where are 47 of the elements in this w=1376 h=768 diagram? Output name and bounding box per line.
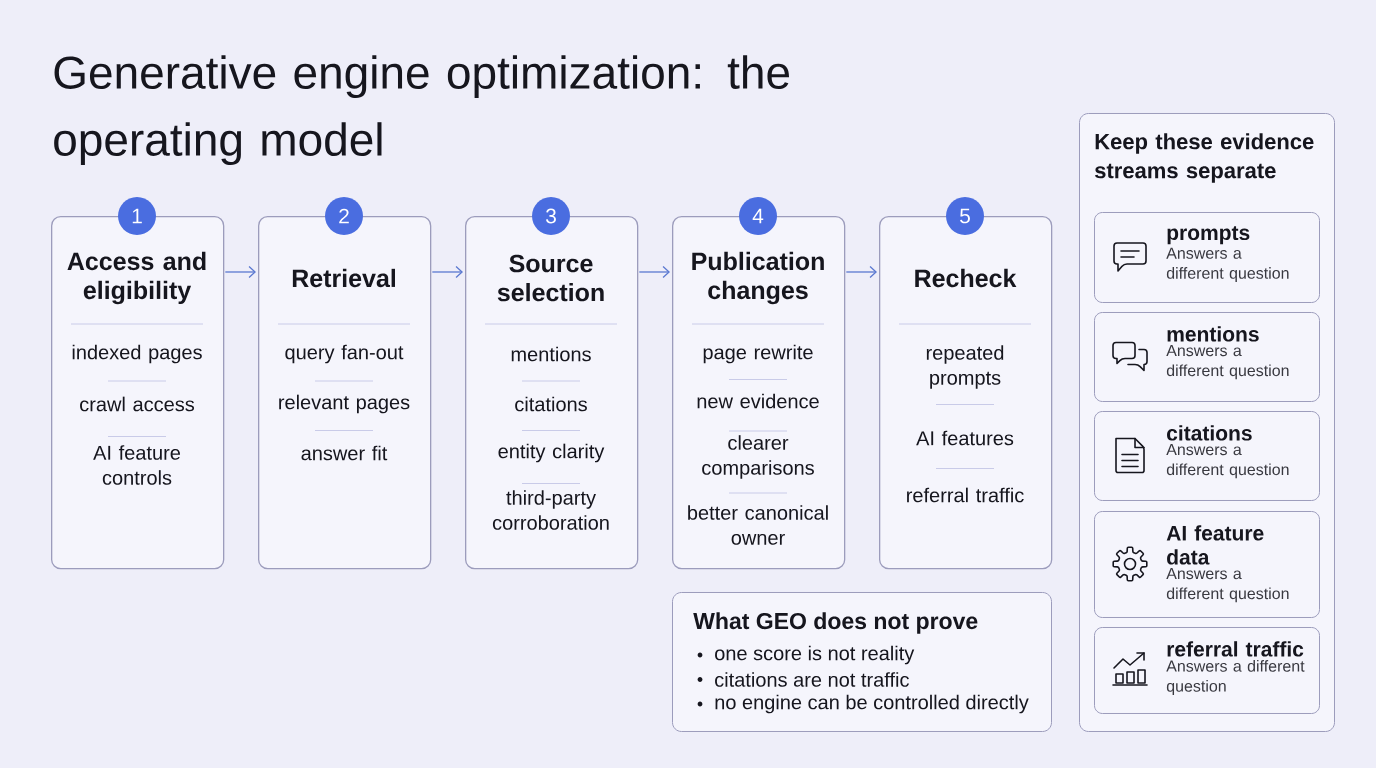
stage-item: query fan-out xyxy=(285,344,404,364)
stage-item: clearer comparisons xyxy=(702,435,814,479)
stream-title: mentions xyxy=(1167,326,1259,342)
arrow xyxy=(638,265,670,279)
stage-item: indexed pages xyxy=(72,344,202,364)
stream-description: Answers a different question xyxy=(1166,247,1289,282)
step-number: 2 xyxy=(325,197,363,235)
stage-item: better canonical owner xyxy=(688,505,828,545)
stage-item: referral traffic xyxy=(907,487,1024,503)
stage-item: page rewrite xyxy=(703,344,813,364)
stage-heading: Source selection xyxy=(497,254,604,302)
bullet-item: no engine can be controlled directly xyxy=(697,694,1029,714)
stream-title: referral traffic xyxy=(1167,641,1304,657)
stage-heading: Retrieval xyxy=(292,268,396,288)
stage-item: entity clarity xyxy=(498,443,605,463)
note-heading: What GEO does not prove xyxy=(693,612,978,634)
arrow xyxy=(845,265,877,279)
arrow xyxy=(224,265,256,279)
stage-heading: Recheck xyxy=(915,268,1017,288)
stage-item: crawl access xyxy=(80,396,195,412)
step-number: 5 xyxy=(946,197,984,235)
panel-heading: Keep these evidence streams separate xyxy=(1094,133,1314,183)
stream-title: prompts xyxy=(1167,226,1250,245)
stream-description: Answers a different question xyxy=(1166,660,1305,695)
step-number: 4 xyxy=(739,197,777,235)
stream-title: AI feature data xyxy=(1166,525,1264,565)
stream-title: citations xyxy=(1167,425,1252,441)
stage-item: AI feature controls xyxy=(93,445,180,485)
stage-item: citations xyxy=(515,396,587,412)
stage-heading: Publication changes xyxy=(692,251,824,305)
stage-item: mentions xyxy=(511,346,591,362)
stage-heading: Access and eligibility xyxy=(67,251,206,305)
step-number: 3 xyxy=(532,197,570,235)
stage-item: relevant pages xyxy=(279,394,410,414)
stream-description: Answers a different question xyxy=(1166,568,1289,603)
bullet-item: citations are not traffic xyxy=(697,672,909,687)
stage-item: new evidence xyxy=(697,393,819,409)
stream-description: Answers a different question xyxy=(1166,345,1289,380)
step-number: 1 xyxy=(118,197,156,235)
stream-description: Answers a different question xyxy=(1166,444,1289,479)
arrow xyxy=(431,265,463,279)
bullet-item: one score is not reality xyxy=(697,645,915,665)
stage-item: AI features xyxy=(916,430,1014,446)
stage-item: answer fit xyxy=(301,445,388,461)
title: Generative engine optimization: the operating model xyxy=(54,55,789,166)
stage-item: third-party corroboration xyxy=(492,490,609,530)
stage-item: repeated prompts xyxy=(926,345,1004,389)
